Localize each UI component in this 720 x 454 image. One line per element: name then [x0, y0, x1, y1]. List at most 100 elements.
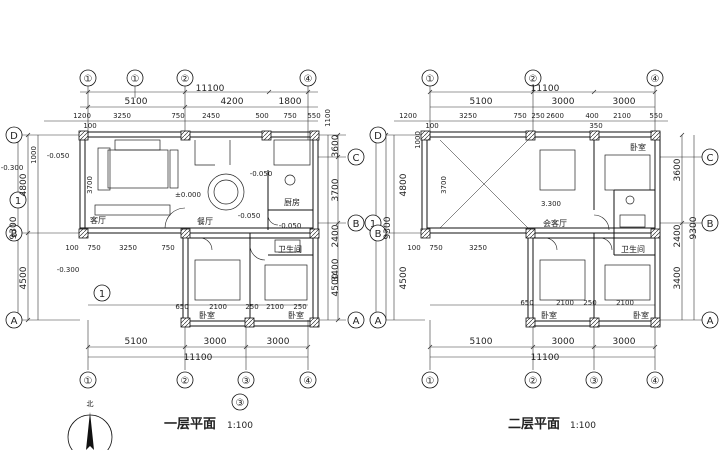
- p2-dim-bottom-detail-2: 250: [583, 299, 596, 307]
- p2-dim-bottom-detail-1: 2100: [556, 299, 574, 307]
- dim-top-detail-4: 500: [255, 112, 268, 120]
- dim-left-detail-0: 1000: [30, 146, 38, 164]
- dim-top-detail-3: 2450: [202, 112, 220, 120]
- p2-dim-right-1: 2400: [673, 224, 683, 247]
- level-3: -0.050: [250, 170, 273, 178]
- dim-left-detail-1: 3700: [86, 176, 94, 194]
- p2-axis-bubble-left-D-label: D: [374, 131, 382, 142]
- dim-top-detail-2: 750: [171, 112, 184, 120]
- p2-dim-left-small-0: 100: [407, 244, 420, 252]
- axis-bubble-left-A: [5, 311, 23, 329]
- axis-bubble-top-1: [79, 69, 97, 87]
- level-4: -0.050: [238, 212, 261, 220]
- dim-bottom-2: 3000: [267, 337, 290, 347]
- p2-axis-bubble-right-B: [701, 214, 719, 232]
- dim-bottom-detail-4: 250: [293, 303, 306, 311]
- axis-bubble-left-A-label: A: [11, 316, 18, 327]
- p2-dim-top-detail-2: 750: [513, 112, 526, 120]
- dim-right-3: 3400: [331, 258, 341, 281]
- p2-axis-bubble-right-A-label: A: [707, 316, 714, 327]
- dim-bottom-detail-0: 650: [175, 303, 188, 311]
- p2-axis-bubble-left-B-label: B: [375, 229, 382, 240]
- axis-bubble-left-D-label: D: [10, 131, 18, 142]
- p2-axis-bubble-top-1-label: ①: [426, 74, 435, 85]
- p2-dim-right-0: 3600: [673, 158, 683, 181]
- axis-bubble-left-B-label: B: [11, 229, 18, 240]
- p2-dim-left-0: 4800: [399, 173, 409, 196]
- dim-top-small: 100: [83, 122, 96, 130]
- plan1-doors: [164, 207, 279, 261]
- dim-right-1: 3700: [331, 178, 341, 201]
- p2-dim-left-1: 4500: [399, 266, 409, 289]
- p2-room-lounge: 会客厅: [543, 218, 567, 228]
- dim-top-0: 5100: [125, 97, 148, 107]
- axis-bubble-extra-2-label: 1: [99, 289, 105, 300]
- p2-dim-left-detail-1: 3700: [440, 176, 448, 194]
- axis-bubble-bottom-1-label: ①: [84, 376, 93, 387]
- plan1-scale: 1:100: [227, 421, 253, 431]
- room-living: 客厅: [90, 215, 106, 225]
- axis-bubble-extra-2: [93, 284, 111, 302]
- dim-bottom-detail-3: 2100: [266, 303, 284, 311]
- plan-1: [15, 84, 346, 370]
- axis-bubble-sub-3-label: ③: [236, 398, 245, 409]
- plan2-walls: [421, 131, 661, 327]
- dim-top-detail-5: 750: [283, 112, 296, 120]
- plan1-furniture: [94, 139, 311, 301]
- axis-bubble-extra-1: [9, 191, 27, 209]
- room-bedroom-1: 卧室: [199, 310, 215, 320]
- room-bathroom: 卫生间: [278, 244, 302, 254]
- plan2-doors: [544, 214, 613, 251]
- plan1-dimension-lines: [17, 84, 346, 370]
- p2-axis-bubble-top-2-label: ②: [529, 74, 538, 85]
- plan2-scale: 1:100: [570, 421, 596, 431]
- room-bedroom-2: 卧室: [288, 310, 304, 320]
- p2-axis-bubble-left-D: [369, 126, 387, 144]
- dim-right-top: 1100: [324, 109, 332, 127]
- p2-dim-bottom-detail-0: 650: [520, 299, 533, 307]
- p2-axis-bubble-top-4-label: ④: [651, 74, 660, 85]
- p2-axis-bubble-right-C: [701, 148, 719, 166]
- p2-level-0: 3.300: [541, 200, 561, 208]
- p2-dim-top-1: 3000: [552, 97, 575, 107]
- p2-axis-bubble-bottom-3-label: ③: [590, 376, 599, 387]
- p2-dim-top-detail-4: 2600: [546, 112, 564, 120]
- dim-left-small-1: 750: [87, 244, 100, 252]
- axis-bubble-top-1-sub: [126, 69, 144, 87]
- p2-axis-bubble-left-A-label: A: [375, 316, 382, 327]
- axis-bubble-right-A: [347, 311, 365, 329]
- plan2-furniture: [539, 149, 651, 301]
- axis-bubble-bottom-3-label: ③: [242, 376, 251, 387]
- axis-bubble-top-1-label: ①: [84, 74, 93, 85]
- p2-axis-bubble-bottom-1: [421, 371, 439, 389]
- p2-dim-bottom-detail-3: 2100: [616, 299, 634, 307]
- axis-bubble-top-1-sub-label: ①: [131, 74, 140, 85]
- p2-dim-top-2: 3000: [613, 97, 636, 107]
- p2-dim-bottom-1: 3000: [552, 337, 575, 347]
- axis-bubble-left-D: [5, 126, 23, 144]
- p2-dim-left-small-2: 3250: [469, 244, 487, 252]
- dim-bottom-0: 5100: [125, 337, 148, 347]
- p2-dim-top-detail-5: 400: [585, 112, 598, 120]
- plan1-title: 一层平面: [164, 417, 216, 432]
- north-arrow: [67, 412, 113, 454]
- p2-dim-right-outer: 9300: [689, 216, 699, 239]
- p2-axis-bubble-bottom-4: [646, 371, 664, 389]
- dim-right-4: 4500: [331, 273, 341, 296]
- axis-bubble-top-4: [299, 69, 317, 87]
- axis-bubble-bottom-2-label: ②: [181, 376, 190, 387]
- room-kitchen: 厨房: [284, 197, 300, 207]
- p2-axis-bubble-top-4: [646, 69, 664, 87]
- axis-bubble-extra-3-label: 1: [370, 219, 376, 230]
- dim-left-0: 4800: [19, 173, 29, 196]
- axis-bubble-bottom-4-label: ④: [304, 376, 313, 387]
- dim-top-1: 4200: [221, 97, 244, 107]
- p2-axis-bubble-top-1: [421, 69, 439, 87]
- p2-dim-bottom-2: 3000: [613, 337, 636, 347]
- level-2: ±0.000: [175, 191, 201, 199]
- axis-bubble-bottom-1: [79, 371, 97, 389]
- p2-axis-bubble-bottom-3: [585, 371, 603, 389]
- dim-right-0: 3600: [331, 134, 341, 157]
- level-1: -0.300: [1, 164, 24, 172]
